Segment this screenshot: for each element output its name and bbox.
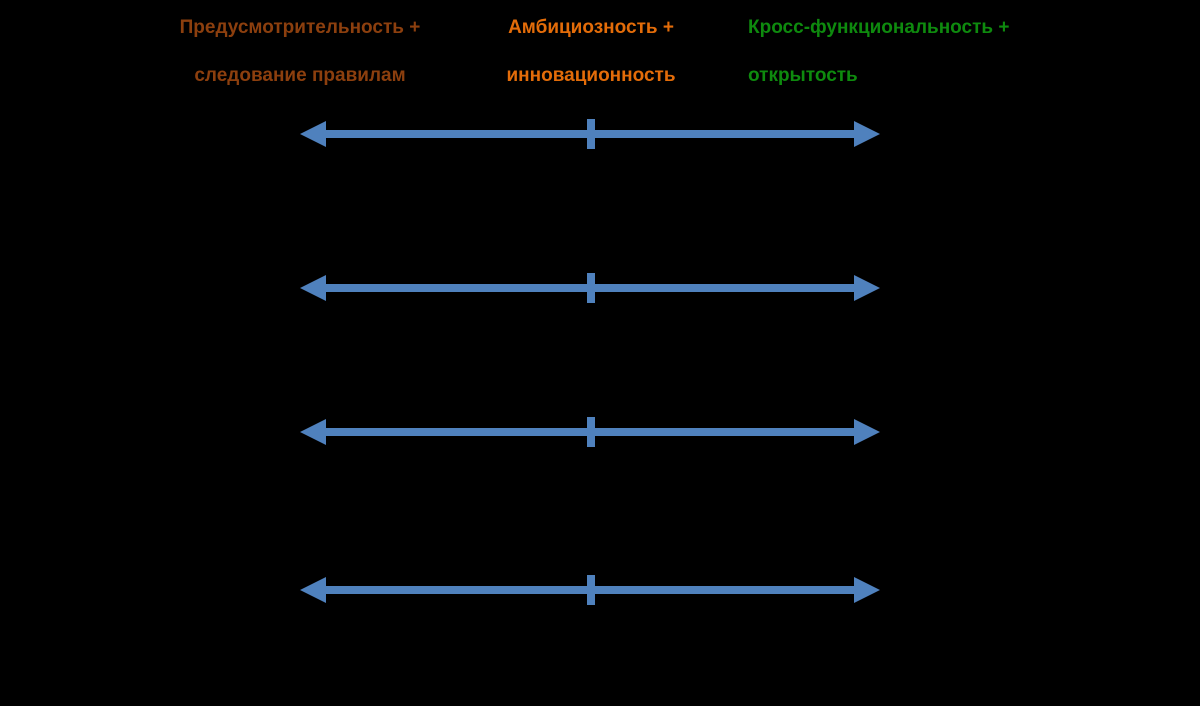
scale-arrow-row-1 <box>300 112 880 156</box>
header-prudence-line1: Предусмотрительность + <box>179 17 421 38</box>
header-ambition-innovation: Амбициозность + инновационность <box>441 16 741 88</box>
double-arrow-icon <box>300 417 880 447</box>
header-crossfunc-openness: Кросс-функциональность + открытость <box>748 16 1068 88</box>
double-arrow-icon <box>300 273 880 303</box>
header-prudence-line2: следование правилам <box>194 65 406 86</box>
double-arrow-icon <box>300 119 880 149</box>
header-prudence-rules: Предусмотрительность + следование правил… <box>150 16 450 88</box>
scale-arrow-row-2 <box>300 266 880 310</box>
header-crossfunc-line1: Кросс-функциональность + <box>748 17 1010 38</box>
double-arrow-icon <box>300 575 880 605</box>
header-ambition-line1: Амбициозность + <box>508 17 674 38</box>
scale-arrow-row-3 <box>300 410 880 454</box>
scale-arrow-row-4 <box>300 568 880 612</box>
header-crossfunc-line2: открытость <box>748 65 858 86</box>
header-ambition-line2: инновационность <box>506 65 676 86</box>
